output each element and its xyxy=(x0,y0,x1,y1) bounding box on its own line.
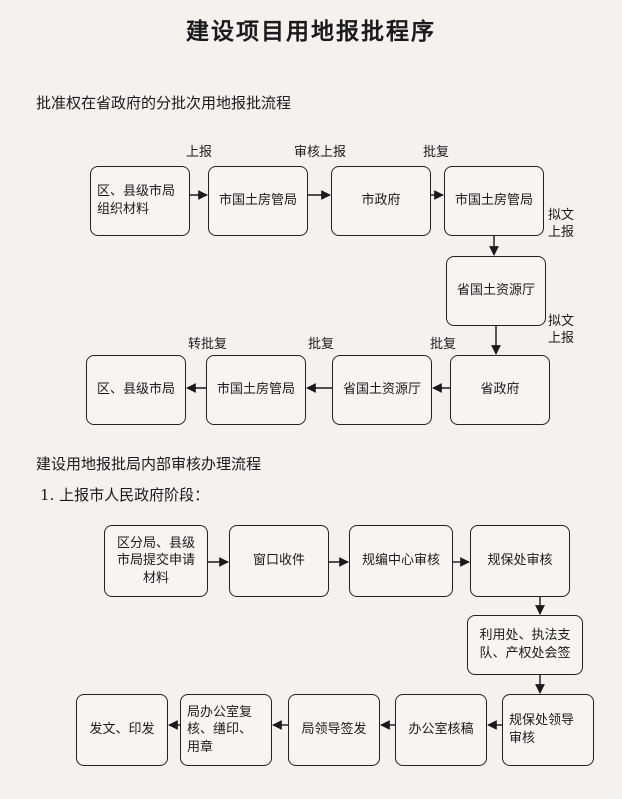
label-shangbao: 上报 xyxy=(186,145,213,160)
box-city-land-bureau-1: 市国土房管局 xyxy=(208,166,308,236)
box-joint-signing: 利用处、执法支 队、产权处会签 xyxy=(467,615,583,675)
label-zhuan-pifu: 转批复 xyxy=(188,337,228,352)
box-bureau-office-recheck: 局办公室复 核、缮印、 用章 xyxy=(180,694,272,766)
box-district-bureau: 区、县级市局 xyxy=(86,355,186,425)
box-city-land-bureau-3: 市国土房管局 xyxy=(206,355,306,425)
page-title: 建设项目用地报批程序 xyxy=(186,18,436,45)
section1-heading: 批准权在省政府的分批次用地报批流程 xyxy=(36,94,292,112)
box-city-government: 市政府 xyxy=(331,166,431,236)
label-pifu-mid: 批复 xyxy=(308,337,335,352)
box-bureau-leader-sign: 局领导签发 xyxy=(288,694,380,766)
label-shenhe-shangbao: 审核上报 xyxy=(294,145,347,160)
box-planning-center-review: 规编中心审核 xyxy=(349,525,453,597)
box-office-draft-check: 办公室核稿 xyxy=(395,694,487,766)
box-window-receipt: 窗口收件 xyxy=(229,525,329,597)
box-issue-document: 发文、印发 xyxy=(76,694,168,766)
label-pifu-top: 批复 xyxy=(423,145,450,160)
label-niwen-shangbao-1: 拟文 上报 xyxy=(548,208,575,240)
label-niwen-shangbao-2: 拟文 上报 xyxy=(548,314,575,346)
section2-heading: 建设用地报批局内部审核办理流程 xyxy=(36,455,262,473)
box-province-government: 省政府 xyxy=(450,355,550,425)
box-province-land-dept-1: 省国土资源厅 xyxy=(446,256,546,326)
box-district-prepare: 区、县级市局 组织材料 xyxy=(90,166,190,236)
box-submit-application: 区分局、县级 市局提交申请 材料 xyxy=(104,525,208,597)
box-planning-protection-review: 规保处审核 xyxy=(470,525,570,597)
section2-subheading: 1. 上报市人民政府阶段： xyxy=(40,486,210,504)
box-province-land-dept-2: 省国土资源厅 xyxy=(332,355,432,425)
label-pifu-right: 批复 xyxy=(430,337,457,352)
box-planning-leader-review: 规保处领导 审核 xyxy=(502,694,594,766)
box-city-land-bureau-2: 市国土房管局 xyxy=(444,166,544,236)
